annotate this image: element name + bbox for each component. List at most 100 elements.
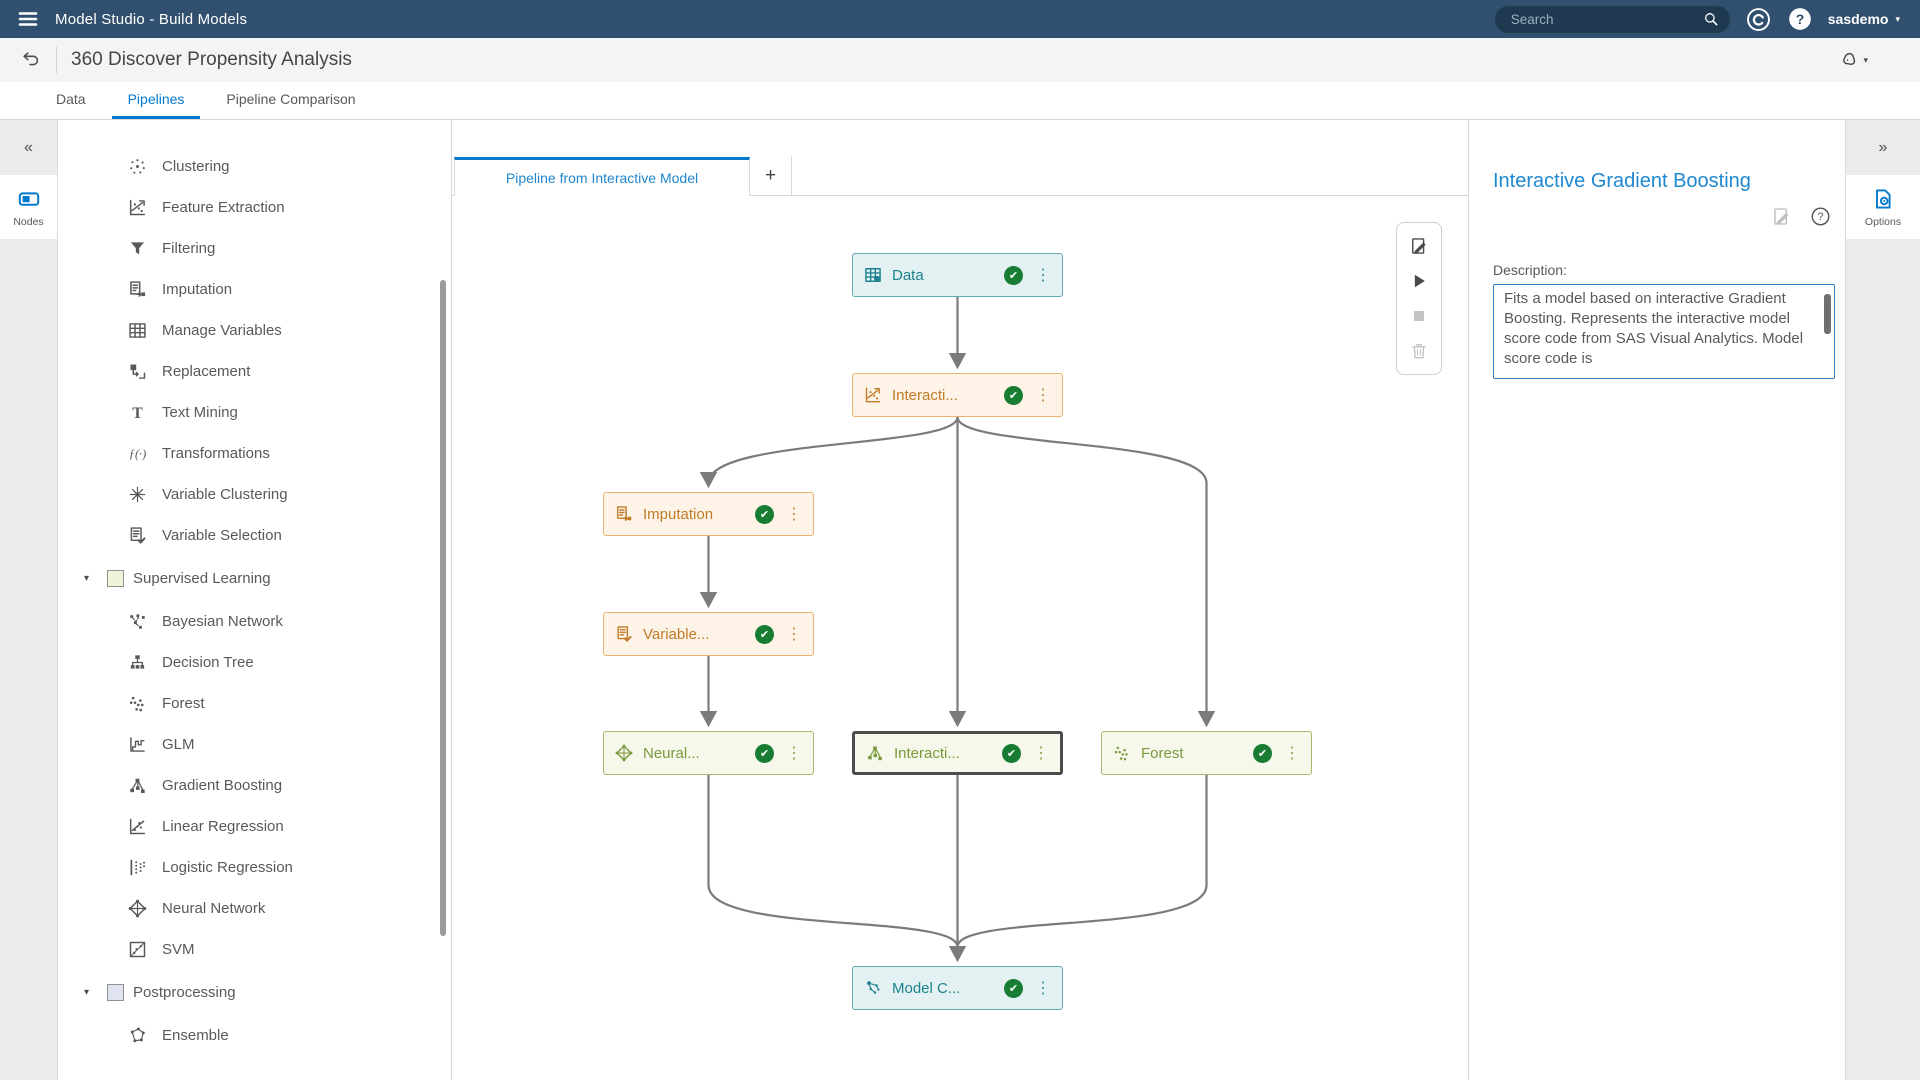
left-rail: « Nodes [0,120,58,1080]
chevron-down-icon: ▾ [1895,13,1900,24]
node-menu-button[interactable]: ⋮ [1035,387,1051,404]
sas-logo-icon[interactable] [1745,6,1772,33]
palette-item-label: Transformations [162,445,270,462]
search-box[interactable] [1494,5,1730,33]
description-scrollbar[interactable] [1824,294,1831,334]
node-help-icon[interactable]: ? [1810,206,1831,227]
search-icon[interactable] [1702,10,1720,28]
svg-text:T: T [132,405,143,422]
node-label: Variable... [643,625,710,643]
pipeline-node-forest[interactable]: Forest✔⋮ [1101,731,1312,775]
project-title: 360 Discover Propensity Analysis [71,49,352,70]
help-icon[interactable]: ? [1787,6,1813,32]
section-checkbox[interactable] [107,570,124,587]
tab-pipelines[interactable]: Pipelines [111,82,201,119]
palette-scrollbar[interactable] [440,280,446,936]
user-menu[interactable]: sasdemo ▾ [1828,11,1900,27]
run-pipeline-button[interactable] [1409,271,1429,291]
feature-extraction-icon [863,385,883,405]
palette-section-supervised-learning[interactable]: ▾Supervised Learning [58,556,451,601]
pipeline-node-interactive[interactable]: Interacti...✔⋮ [852,373,1063,417]
palette-item-transformations[interactable]: ƒ(·)Transformations [58,433,451,474]
palette-item-label: Forest [162,695,205,712]
palette-item-label: Imputation [162,281,233,298]
description-textarea[interactable]: Fits a model based on interactive Gradie… [1493,284,1835,379]
pipeline-node-modelc[interactable]: Model C...✔⋮ [852,966,1063,1010]
variable-clustering-icon [127,484,148,505]
palette-item-label: Clustering [162,158,230,175]
table-data-icon [863,265,883,285]
imputation-icon [127,279,148,300]
text-mining-icon: T [127,402,148,423]
palette-item-svm[interactable]: SVM [58,929,451,970]
palette-item-glm[interactable]: GLM [58,724,451,765]
tab-pipeline-from-interactive-model[interactable]: Pipeline from Interactive Model [454,157,750,196]
palette-item-forest[interactable]: Forest [58,683,451,724]
clustering-icon [127,156,148,177]
palette-item-label: GLM [162,736,195,753]
palette-item-replacement[interactable]: Replacement [58,351,451,392]
tab-data[interactable]: Data [56,91,86,107]
pipeline-node-imputation[interactable]: Imputation✔⋮ [603,492,814,536]
stop-pipeline-button [1409,306,1429,326]
node-menu-button[interactable]: ⋮ [786,506,802,523]
project-actions-menu[interactable]: ▾ [1838,50,1868,71]
pipeline-node-variable[interactable]: Variable...✔⋮ [603,612,814,656]
sidebar-item-options[interactable]: Options [1846,175,1920,239]
section-expander-icon[interactable]: ▾ [84,987,90,998]
tab-pipeline-comparison[interactable]: Pipeline Comparison [226,91,356,107]
chevron-down-icon: ▾ [1863,54,1868,65]
palette-item-manage-variables[interactable]: Manage Variables [58,310,451,351]
palette-item-imputation[interactable]: Imputation [58,269,451,310]
palette-item-linear-regression[interactable]: Linear Regression [58,806,451,847]
section-expander-icon[interactable]: ▾ [84,573,90,584]
palette-item-clustering[interactable]: Clustering [58,146,451,187]
selected-node-title: Interactive Gradient Boosting [1493,170,1751,192]
pipeline-node-data[interactable]: Data✔⋮ [852,253,1063,297]
pipeline-node-gboost[interactable]: Interacti...✔⋮ [852,731,1063,775]
node-label: Forest [1141,744,1184,762]
bayesian-network-icon [127,611,148,632]
collapse-left-button[interactable]: « [24,138,33,156]
node-menu-button[interactable]: ⋮ [1035,980,1051,997]
svg-text:?: ? [1817,211,1823,223]
pipeline-area: Pipeline from Interactive Model + Data✔⋮… [452,120,1468,1080]
palette-item-ensemble[interactable]: Ensemble [58,1015,451,1056]
section-checkbox[interactable] [107,984,124,1001]
section-label: Postprocessing [133,984,236,1001]
pipeline-canvas[interactable]: Data✔⋮ Interacti...✔⋮ Imputation✔⋮ Variable… [452,196,1468,1080]
palette-section-postprocessing[interactable]: ▾ Postprocessing [58,970,451,1015]
palette-item-label: Filtering [162,240,216,257]
divider [56,47,57,73]
palette-item-bayesian-network[interactable]: Bayesian Network [58,601,451,642]
pipeline-node-neural[interactable]: Neural...✔⋮ [603,731,814,775]
palette-item-variable-selection[interactable]: Variable Selection [58,515,451,556]
palette-item-logistic-regression[interactable]: Logistic Regression [58,847,451,888]
right-rail: » Options [1845,120,1920,1080]
node-menu-button[interactable]: ⋮ [1035,267,1051,284]
node-menu-button[interactable]: ⋮ [786,626,802,643]
node-menu-button[interactable]: ⋮ [1284,745,1300,762]
palette-item-neural-network[interactable]: Neural Network [58,888,451,929]
collapse-right-button[interactable]: » [1878,138,1888,156]
palette-item-gradient-boosting[interactable]: Gradient Boosting [58,765,451,806]
node-menu-button[interactable]: ⋮ [786,745,802,762]
palette-item-decision-tree[interactable]: Decision Tree [58,642,451,683]
save-pipeline-button[interactable] [1409,236,1429,256]
svg-text:?: ? [1795,11,1804,27]
node-label: Imputation [643,505,714,523]
palette-item-label: Neural Network [162,900,266,917]
node-menu-button[interactable]: ⋮ [1033,745,1049,762]
add-pipeline-tab-button[interactable]: + [750,156,792,195]
palette-item-feature-extraction[interactable]: Feature Extraction [58,187,451,228]
delete-pipeline-button [1409,341,1429,361]
palette-item-variable-clustering[interactable]: Variable Clustering [58,474,451,515]
palette-item-label: Bayesian Network [162,613,283,630]
neural-network-icon [614,743,634,763]
menu-icon[interactable] [16,7,40,31]
sidebar-item-nodes[interactable]: Nodes [0,175,57,239]
back-undo-icon[interactable] [20,49,42,71]
palette-item-filtering[interactable]: Filtering [58,228,451,269]
search-input[interactable] [1510,11,1702,27]
